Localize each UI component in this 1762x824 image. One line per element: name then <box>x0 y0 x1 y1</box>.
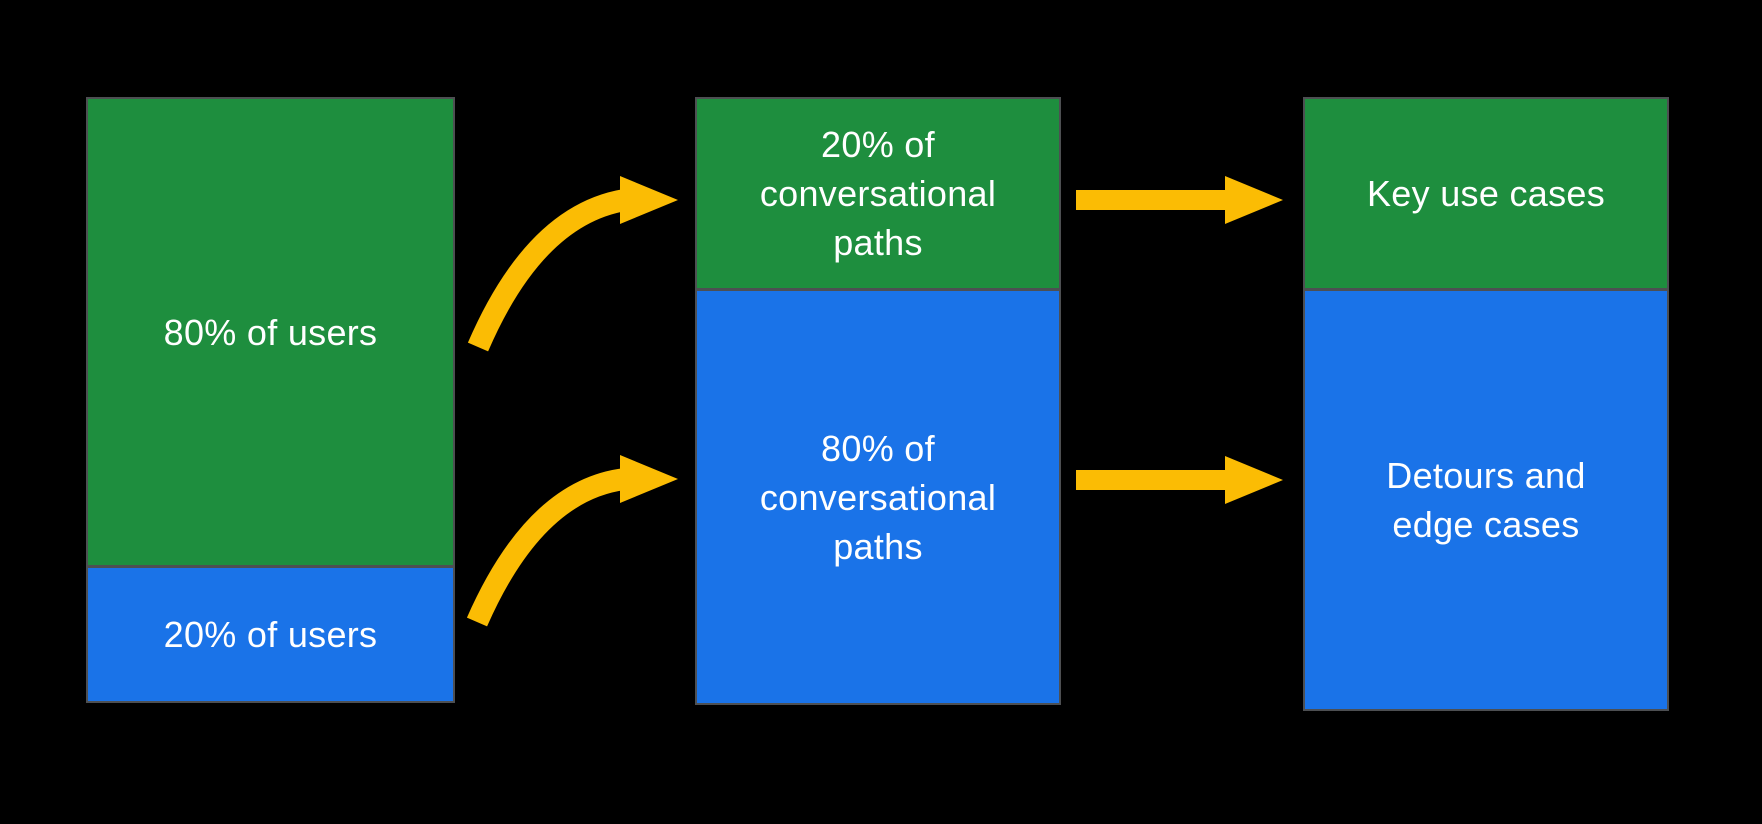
segment-users-majority: 80% of users <box>88 99 453 565</box>
segment-detours-edge-cases-label: Detours and edge cases <box>1386 455 1586 545</box>
segment-key-use-cases: Key use cases <box>1305 99 1667 288</box>
curved-arrow-users20-to-paths80-icon <box>466 455 678 627</box>
segment-paths-key-label: 20% of conversational paths <box>759 124 997 263</box>
segment-users-minority-label: 20% of users <box>163 614 378 655</box>
column-conversational-paths: 20% of conversational paths 80% of conve… <box>695 97 1061 705</box>
segment-detours-edge-cases: Detours and edge cases <box>1305 288 1667 709</box>
column-users: 80% of users 20% of users <box>86 97 455 703</box>
segment-paths-long-tail-label: 80% of conversational paths <box>759 427 997 567</box>
segment-key-use-cases-label: Key use cases <box>1366 173 1606 214</box>
segment-users-minority: 20% of users <box>88 565 453 701</box>
straight-arrow-paths80-to-detours-icon <box>1076 456 1283 504</box>
curved-arrow-users80-to-paths20-icon <box>467 176 678 352</box>
segment-users-majority-label: 80% of users <box>163 311 378 353</box>
column-use-cases: Key use cases Detours and edge cases <box>1303 97 1669 711</box>
segment-paths-key: 20% of conversational paths <box>697 99 1059 288</box>
segment-paths-long-tail: 80% of conversational paths <box>697 288 1059 703</box>
straight-arrow-paths20-to-key-use-cases-icon <box>1076 176 1283 224</box>
